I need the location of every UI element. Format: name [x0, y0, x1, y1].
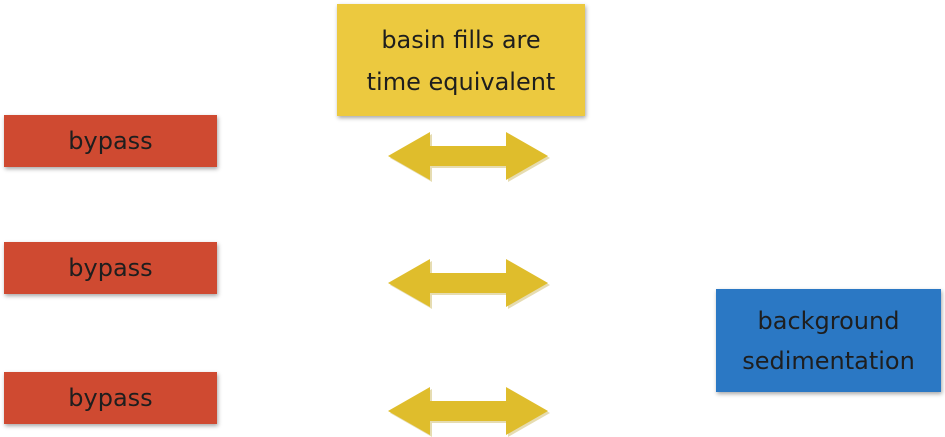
double-headed-arrow-icon [388, 132, 550, 182]
bypass-label: bypass [68, 254, 153, 282]
bypass-box-2: bypass [4, 242, 217, 294]
bypass-box-1: bypass [4, 115, 217, 167]
bypass-label: bypass [68, 127, 153, 155]
title-line-1: basin fills are [381, 26, 541, 54]
time-equivalent-box: basin fills are time equivalent [337, 4, 585, 116]
double-headed-arrow-icon [388, 387, 550, 437]
bypass-label: bypass [68, 384, 153, 412]
title-line-2: time equivalent [366, 68, 556, 96]
background-sedimentation-box: background sedimentation [716, 289, 941, 392]
background-line-2: sedimentation [742, 346, 915, 375]
double-headed-arrow-icon [388, 259, 550, 309]
background-line-1: background [757, 306, 900, 335]
bypass-box-3: bypass [4, 372, 217, 424]
